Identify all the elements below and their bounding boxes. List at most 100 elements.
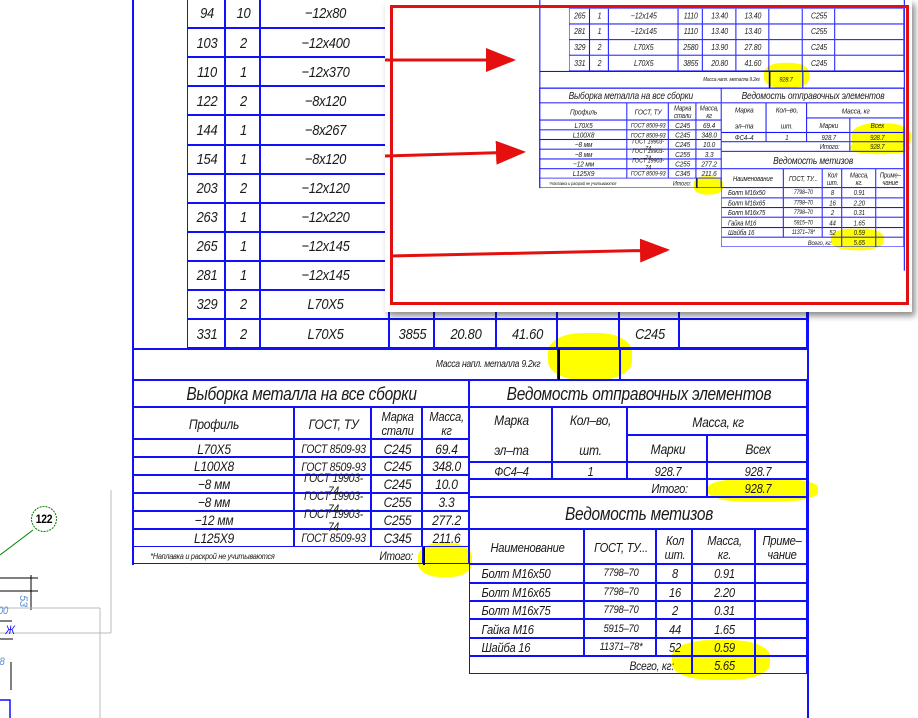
parts-table-value: −12x145 — [630, 11, 657, 21]
parts-table-value: −12x120 — [301, 180, 350, 198]
metal-summary-value: 10.0 — [435, 476, 458, 493]
parts-table-cell — [802, 55, 835, 71]
hardware-cell — [721, 217, 784, 228]
hardware-value: 2 — [672, 603, 678, 619]
metal-summary-value: L70X5 — [197, 440, 231, 457]
metal-summary-value: ГОСТ 8509-93 — [630, 169, 666, 178]
metal-summary-value: С245 — [675, 140, 691, 149]
hardware-value: 7798–70 — [603, 585, 639, 598]
parts-table-value: 1 — [240, 209, 247, 227]
parts-table-value: C255 — [811, 27, 828, 37]
metal-summary-value: −8 мм — [575, 149, 593, 159]
hardware-title: Ведомость метизов — [564, 503, 714, 524]
parts-table-cell — [225, 0, 261, 29]
metal-summary-cell — [539, 158, 628, 169]
metal-summary-value: −12 мм — [573, 159, 595, 169]
column-header: Кол шт. — [827, 170, 839, 187]
table-cell — [469, 462, 553, 480]
table-cell — [552, 462, 628, 480]
column-header: Кол–во, шт. — [775, 105, 799, 131]
parts-table-cell — [589, 39, 609, 56]
metal-summary-cell — [422, 528, 470, 547]
parts-table-cell — [608, 39, 679, 56]
hardware-cell — [842, 197, 877, 208]
shipping-value: ФС4–4 — [735, 133, 754, 142]
parts-table-cell — [434, 319, 497, 349]
parts-table-value: 1110 — [683, 11, 698, 21]
highlight-mark — [418, 543, 472, 577]
table-cell — [721, 237, 843, 247]
metal-summary-cell — [294, 457, 372, 476]
table-cell — [627, 407, 808, 436]
shipping-title: Ведомость отправочных элементов — [741, 89, 885, 101]
column-header: Марки — [650, 441, 686, 458]
table-cell — [842, 168, 877, 188]
parts-table-value: 13.40 — [711, 11, 729, 21]
parts-table-value: C255 — [811, 11, 828, 21]
table-cell — [627, 462, 708, 480]
metal-summary-cell — [696, 120, 722, 130]
metal-summary-cell — [132, 528, 295, 547]
column-header: ГОСТ, ТУ... — [594, 539, 648, 555]
parts-table-cell — [802, 8, 835, 24]
parts-table-value: 329 — [196, 296, 218, 314]
hardware-cell — [656, 637, 693, 657]
metal-summary-value: ГОСТ 19903-74 — [304, 489, 363, 516]
table-cell — [850, 117, 905, 133]
table-cell — [721, 141, 851, 152]
column-header: Профиль — [570, 107, 598, 116]
parts-table-value: L70X5 — [307, 296, 344, 314]
total-label: Итого: — [379, 548, 414, 563]
parts-table-value: 154 — [196, 150, 218, 168]
table-cell — [876, 168, 905, 188]
weld-mass-label: Масса напл. металла 9.2кг — [435, 358, 541, 370]
parts-table-cell — [769, 23, 803, 40]
metal-summary-cell — [371, 457, 423, 476]
hardware-value: 7798–70 — [794, 209, 813, 216]
metal-summary-cell — [132, 457, 295, 476]
hardware-value: 8 — [831, 188, 835, 197]
table-cell — [692, 656, 756, 675]
total-label: Итого: — [673, 179, 692, 187]
table-cell — [842, 237, 877, 247]
table-cell — [469, 379, 808, 408]
table-cell — [721, 132, 767, 142]
table-cell — [627, 435, 708, 463]
parts-table-value: 41.60 — [744, 58, 762, 68]
hardware-cell — [876, 197, 905, 208]
metal-summary-value: 69.4 — [435, 440, 458, 457]
parts-table-value: −8x120 — [304, 92, 347, 110]
hardware-cell — [469, 601, 585, 620]
column-header: Масса, кг — [692, 413, 744, 430]
parts-table-value: 2 — [240, 34, 247, 52]
hardware-cell — [755, 619, 808, 638]
total-label: Итого: — [651, 481, 688, 497]
parts-table-value: 2580 — [683, 42, 699, 53]
metal-summary-cell — [627, 120, 669, 130]
hardware-value: 0.59 — [714, 639, 735, 655]
parts-table-value: 3855 — [683, 58, 699, 68]
column-header: ГОСТ, ТУ... — [789, 174, 819, 183]
metal-summary-cell — [668, 158, 697, 169]
parts-table-value: 265 — [196, 238, 218, 256]
metal-summary-value: С345 — [383, 530, 412, 547]
metal-summary-value: ГОСТ 8509-93 — [301, 441, 366, 456]
hardware-value: 0.59 — [853, 228, 866, 237]
table-cell — [552, 407, 628, 463]
parts-table-cell — [389, 319, 435, 349]
metal-summary-cell — [627, 129, 669, 140]
parts-table-cell — [678, 55, 703, 71]
parts-table-value: 2 — [240, 296, 247, 314]
metal-summary-cell — [539, 148, 628, 159]
hardware-total: 5.65 — [853, 238, 866, 247]
arrow-icon — [385, 140, 526, 165]
table-cell — [584, 529, 657, 565]
parts-table-value: 103 — [196, 34, 218, 52]
parts-table-cell — [619, 319, 680, 349]
parts-table-cell — [569, 55, 590, 71]
highlight-line — [696, 178, 698, 188]
parts-table-cell — [187, 319, 226, 349]
metal-summary-cell — [627, 158, 669, 169]
metal-summary-value: L70X5 — [574, 120, 593, 130]
